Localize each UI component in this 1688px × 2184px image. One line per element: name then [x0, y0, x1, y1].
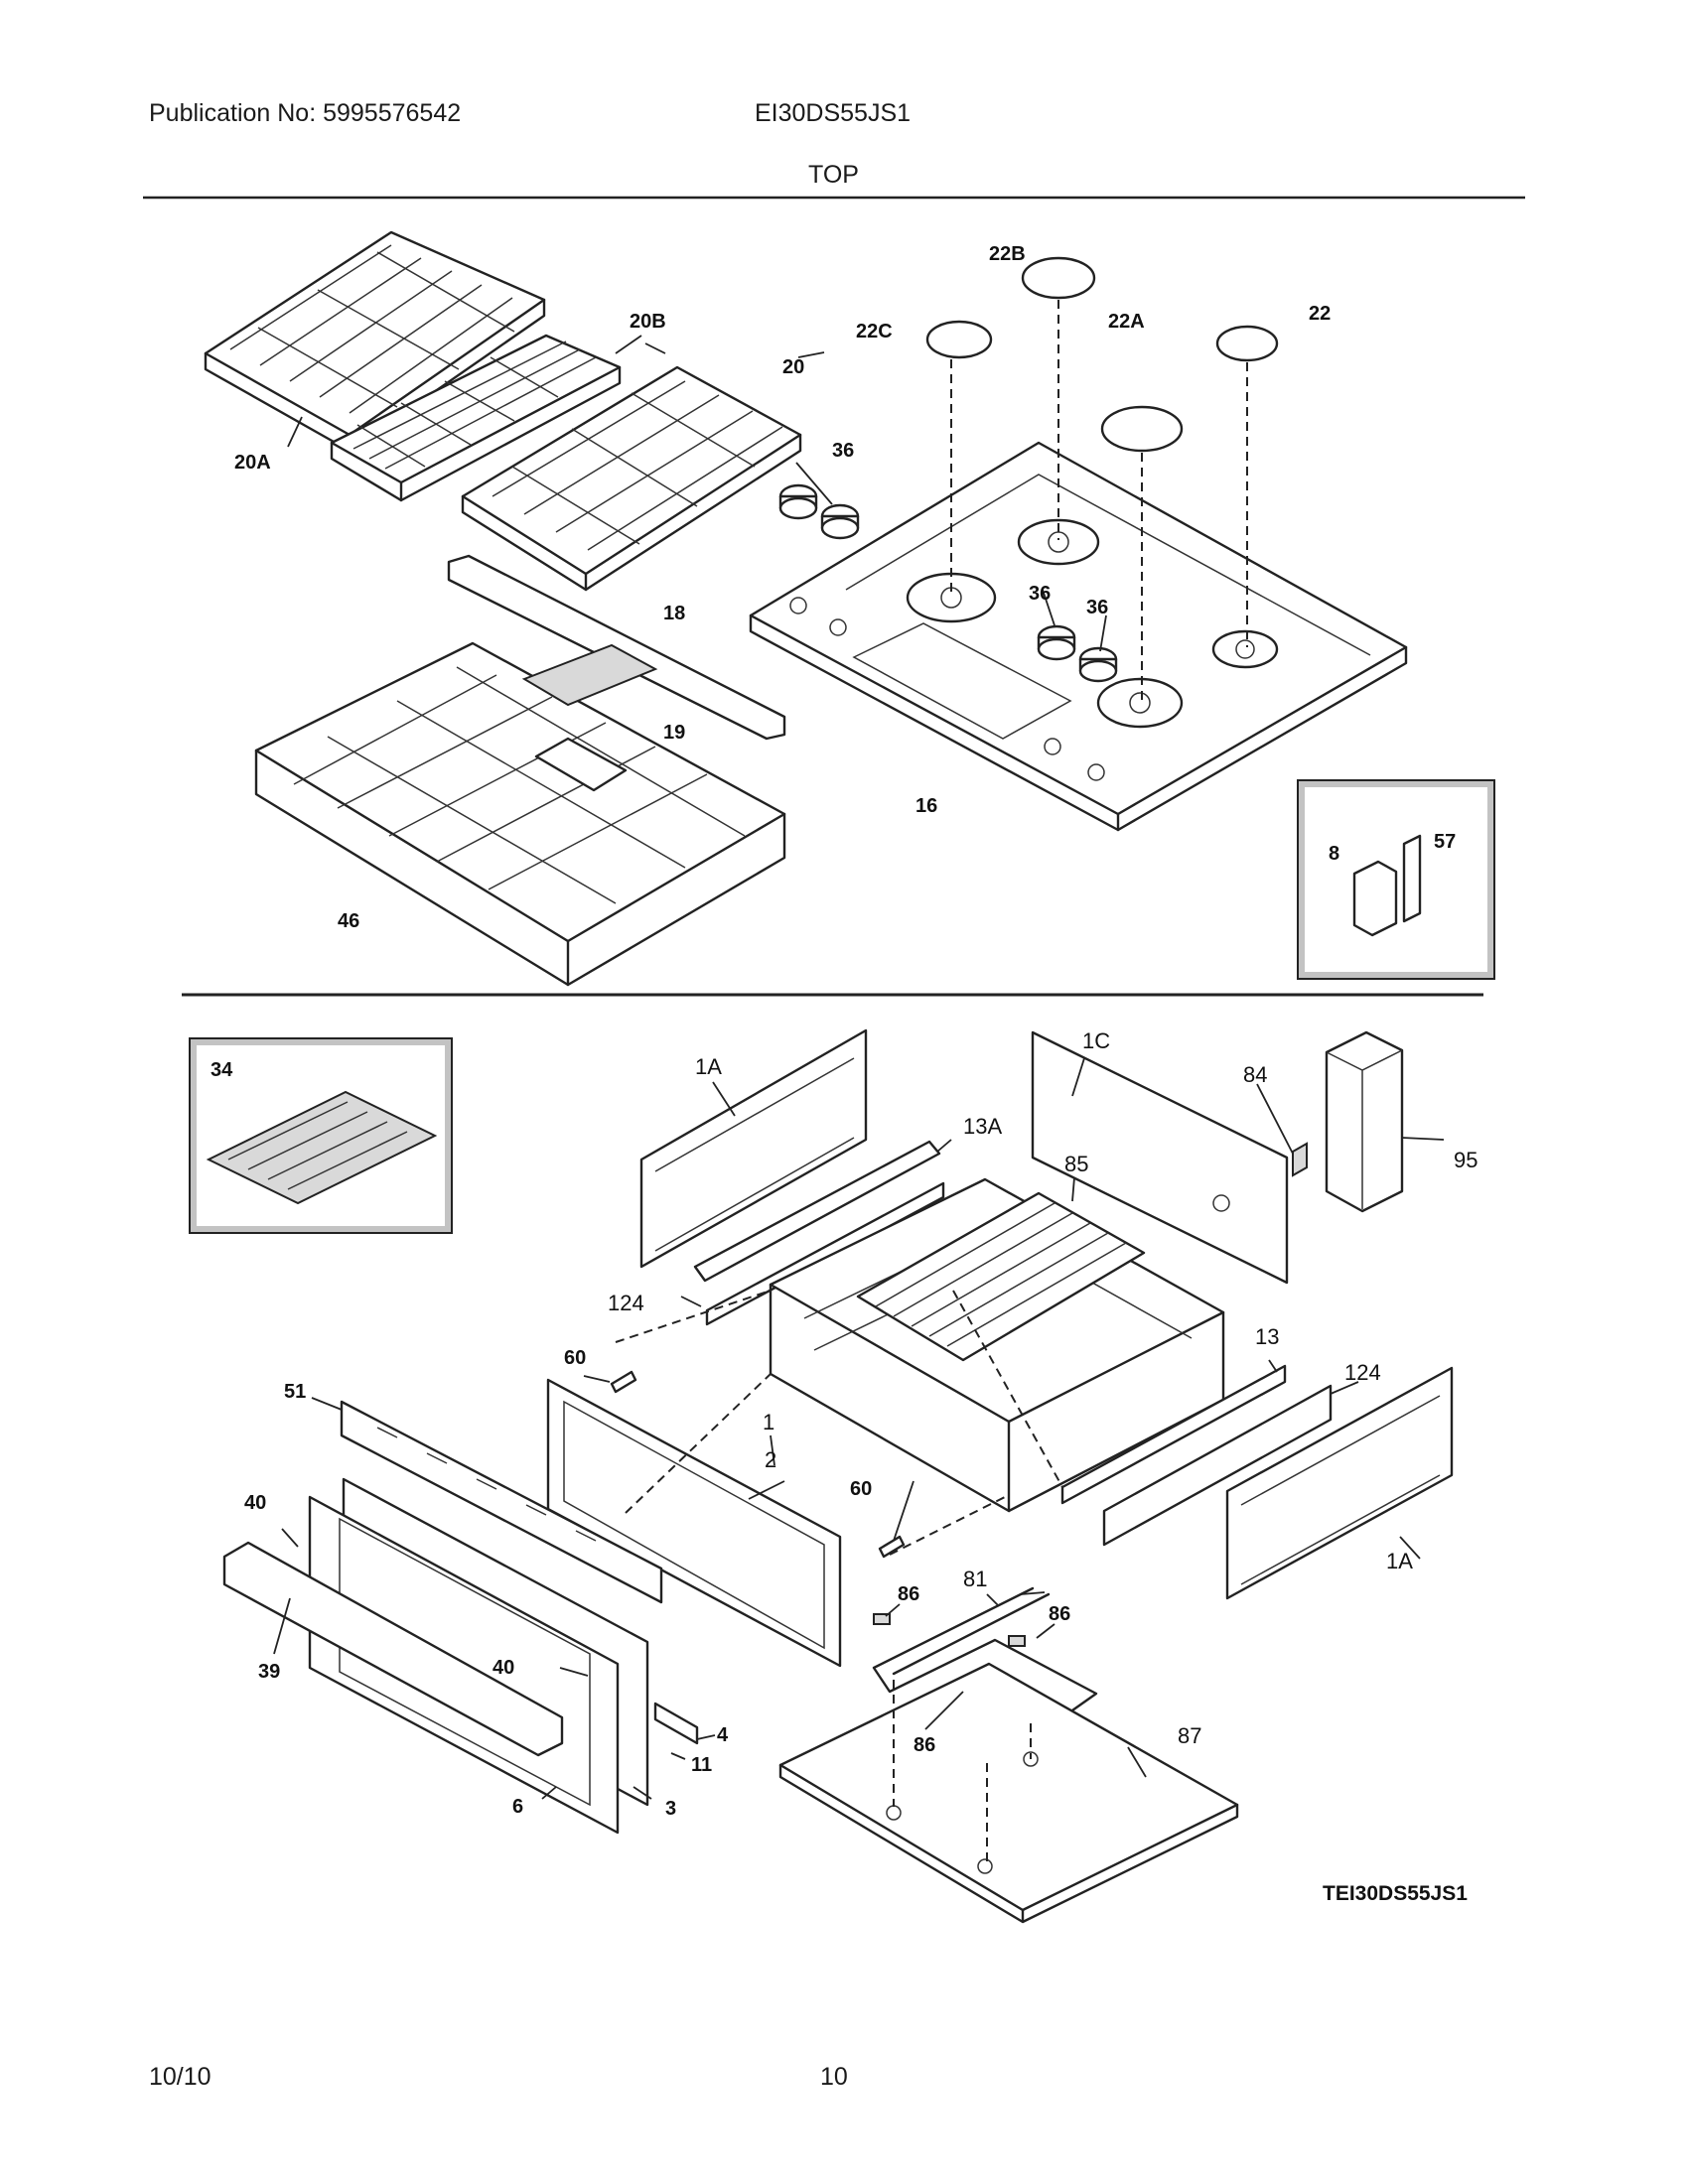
label-bottom-cover: 87 [1178, 1723, 1201, 1748]
label-knob-mid-b: 36 [1086, 597, 1108, 618]
label-oven-rack: 85 [1064, 1152, 1088, 1176]
slide-rail-right [1102, 1384, 1333, 1547]
element-clip [1008, 1635, 1026, 1647]
model-number: EI30DS55JS1 [755, 99, 912, 127]
publication-number: Publication No: 5995576542 [149, 99, 462, 127]
label-burner-cap-a: 22A [1108, 311, 1145, 333]
screw-left [610, 1370, 637, 1394]
label-screw-right: 60 [850, 1478, 872, 1500]
element-clip [873, 1613, 891, 1625]
cabinet-part [1292, 1142, 1308, 1177]
label-slide-rail-right: 124 [1344, 1360, 1381, 1385]
label-vent-duct: 95 [1454, 1148, 1477, 1172]
label-trim: 18 [663, 603, 685, 624]
griddle-inset [189, 1037, 453, 1234]
label-heat-shield: 19 [663, 722, 685, 744]
vent-duct [1325, 1030, 1404, 1213]
label-slide-right: 13 [1255, 1324, 1279, 1349]
cooktop [749, 441, 1408, 832]
slide-rail-left [705, 1181, 945, 1326]
spark-module-inset [1297, 779, 1495, 980]
label-door-gasket: 11 [691, 1754, 712, 1776]
side-panel-right [1225, 1366, 1454, 1600]
label-burner-cap-c: 22C [856, 321, 893, 342]
control-panel [340, 1400, 663, 1604]
label-oven-body: 1 [763, 1410, 774, 1434]
label-bracket-top: 40 [244, 1492, 266, 1514]
label-grate-center: 20B [630, 311, 666, 333]
label-burner-box: 46 [338, 910, 359, 932]
label-door-liner: 3 [665, 1798, 676, 1820]
slide-left [693, 1140, 941, 1283]
label-clip-a: 86 [898, 1583, 919, 1605]
revision-date: 10/10 [149, 2063, 211, 2091]
label-side-panel-left: 1A [695, 1054, 722, 1079]
label-side-panel-right: 1A [1386, 1549, 1413, 1573]
label-clip-c: 86 [914, 1734, 935, 1756]
label-screw-left: 60 [564, 1347, 586, 1369]
label-knob-top: 36 [832, 440, 854, 462]
burner-cap-b [1021, 256, 1096, 300]
label-slide-rail-left: 124 [608, 1291, 644, 1315]
diagram-code: TEI30DS55JS1 [1323, 1882, 1468, 1905]
burner-cap-a [1100, 405, 1184, 453]
side-panel-left [639, 1028, 868, 1269]
label-grate-right: 20 [782, 356, 804, 378]
label-burner-cap-b: 22B [989, 243, 1026, 265]
label-element: 81 [963, 1567, 987, 1591]
label-door-inner: 4 [717, 1724, 729, 1746]
page-number: 10 [820, 2063, 848, 2091]
label-burner-cap: 22 [1309, 303, 1331, 325]
label-door-outer: 6 [512, 1796, 523, 1818]
label-griddle: 34 [211, 1059, 233, 1081]
label-slide-left: 13A [963, 1114, 1002, 1139]
label-clip-b: 86 [1049, 1603, 1070, 1625]
slide-right [1060, 1364, 1287, 1505]
oven-rack [856, 1191, 1146, 1362]
label-cabinet-part: 84 [1243, 1062, 1267, 1087]
burner-box [254, 641, 786, 987]
knob-group [778, 483, 1118, 683]
label-control-panel: 51 [284, 1381, 306, 1403]
screw-right [878, 1535, 906, 1559]
label-bracket-bottom: 40 [492, 1657, 514, 1679]
burner-cap [1215, 325, 1279, 362]
label-back-panel: 1C [1082, 1028, 1110, 1053]
label-cooktop: 16 [915, 795, 937, 817]
label-front-frame: 2 [765, 1447, 776, 1472]
label-knob-mid-a: 36 [1029, 583, 1051, 605]
door-inner-trim [653, 1702, 699, 1745]
label-spark-module: 8 [1329, 843, 1339, 865]
label-module-bracket: 57 [1434, 831, 1456, 853]
bottom-cover [778, 1662, 1239, 1924]
label-grate-left: 20A [234, 452, 271, 474]
burner-cap-c [925, 320, 993, 359]
door-handle [222, 1541, 564, 1757]
grate-right [461, 365, 802, 592]
grate-center [330, 334, 622, 502]
section-title: TOP [808, 161, 859, 189]
front-frame [546, 1378, 842, 1668]
back-panel [1031, 1030, 1289, 1285]
label-handle: 39 [258, 1661, 280, 1683]
